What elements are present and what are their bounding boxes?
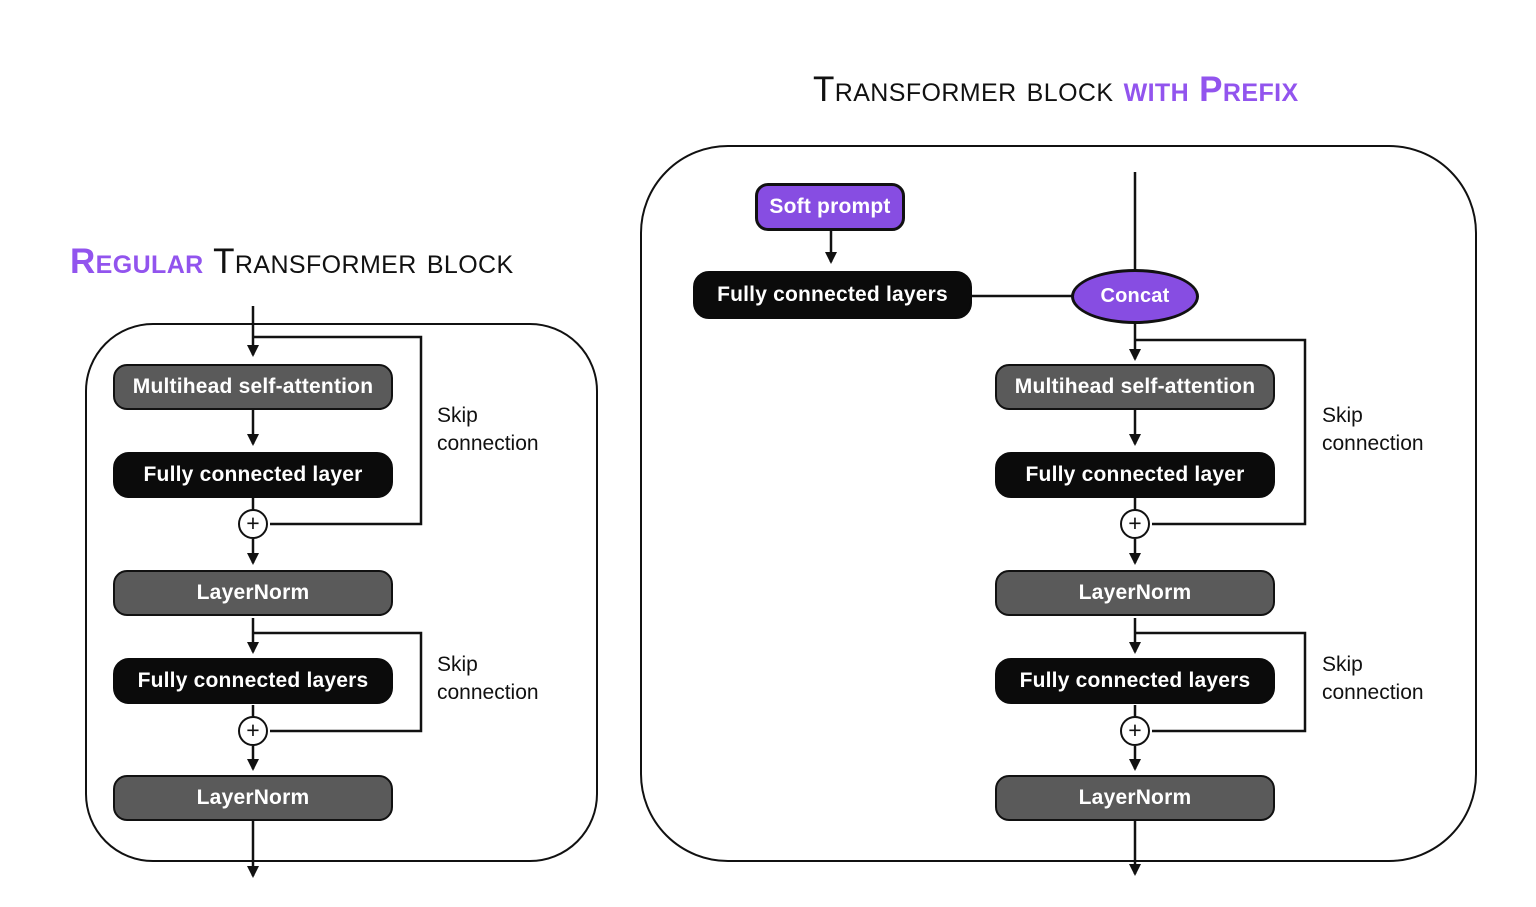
skip-label-right-1: Skip connection	[1322, 404, 1424, 455]
skip-label-right-2: Skip connection	[1322, 653, 1424, 704]
node-soft-prompt: Soft prompt	[755, 183, 905, 231]
right-block-title: Transformer block with Prefix	[813, 70, 1299, 110]
node-prefix-fc-layers: Fully connected layers	[693, 271, 972, 319]
left-title-highlight: Regular	[70, 242, 204, 281]
right-skip1-wire	[1135, 338, 1307, 526]
node-fc-layer-left: Fully connected layer	[113, 452, 393, 498]
left-skip1-wire	[253, 335, 423, 526]
skip-label-left-1: Skip connection	[437, 404, 539, 455]
node-fc-layers-left: Fully connected layers	[113, 658, 393, 704]
plus-circle-left-2: +	[238, 716, 268, 746]
left-skip2-wire	[253, 631, 423, 733]
node-concat: Concat	[1071, 269, 1199, 324]
node-multihead-right: Multihead self-attention	[995, 364, 1275, 410]
node-layernorm2-right: LayerNorm	[995, 775, 1275, 821]
node-layernorm1-left: LayerNorm	[113, 570, 393, 616]
right-title-rest: Transformer block	[813, 70, 1124, 109]
right-skip2-wire	[1135, 631, 1307, 733]
node-fc-layers-right: Fully connected layers	[995, 658, 1275, 704]
plus-circle-left-1: +	[238, 509, 268, 539]
regular-block-frame	[85, 323, 598, 862]
node-multihead-left: Multihead self-attention	[113, 364, 393, 410]
node-layernorm1-right: LayerNorm	[995, 570, 1275, 616]
plus-circle-right-2: +	[1120, 716, 1150, 746]
node-fc-layer-right: Fully connected layer	[995, 452, 1275, 498]
right-title-highlight: with Prefix	[1123, 70, 1299, 109]
plus-circle-right-1: +	[1120, 509, 1150, 539]
left-title-rest: Transformer block	[203, 242, 514, 281]
prefix-block-frame	[640, 145, 1477, 862]
node-layernorm2-left: LayerNorm	[113, 775, 393, 821]
skip-label-left-2: Skip connection	[437, 653, 539, 704]
left-block-title: Regular Transformer block	[70, 242, 514, 282]
